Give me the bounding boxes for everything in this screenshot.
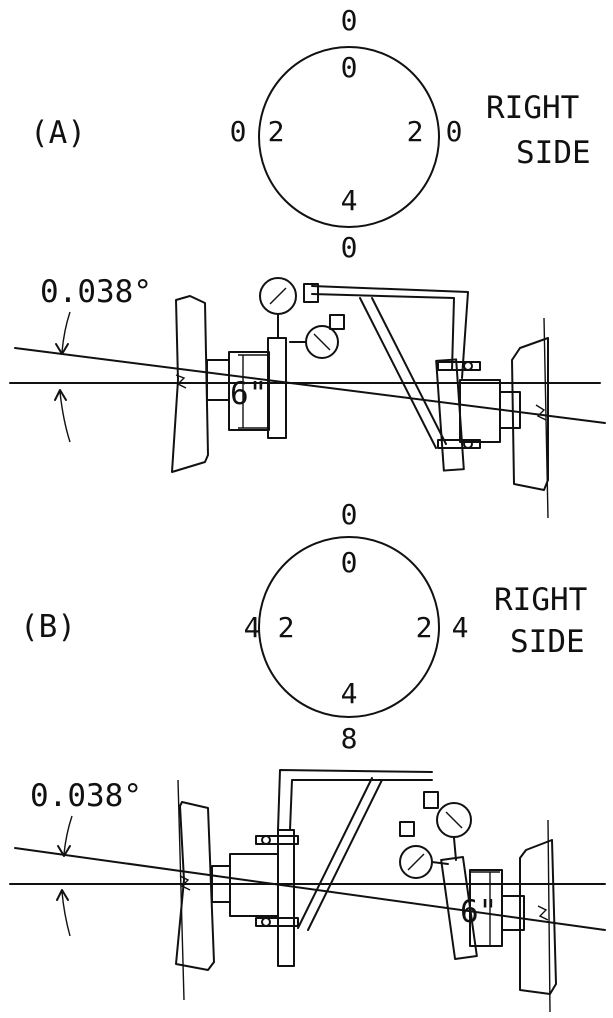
bracket-brace-a bbox=[359, 297, 437, 449]
bracket-arm-inner-a bbox=[311, 293, 455, 371]
inner-reading-top-a: 0 bbox=[341, 51, 358, 84]
angle-label-a: 0.038° bbox=[40, 274, 152, 310]
clamp-bolt-bottom-a bbox=[437, 439, 481, 449]
right-coupling-a bbox=[459, 379, 501, 443]
dial-needle-icon bbox=[445, 811, 463, 829]
outer-reading-right-b: 4 bbox=[452, 611, 469, 644]
diagram-b-label: (B) bbox=[20, 609, 76, 645]
angle-label-b: 0.038° bbox=[30, 778, 142, 814]
dimension-label-a: 6" bbox=[230, 376, 267, 412]
inner-reading-top-b: 0 bbox=[341, 546, 358, 579]
break-mark-icon bbox=[175, 374, 187, 389]
angle-leader-bottom-a bbox=[59, 391, 71, 443]
shaft-setup-b: 0.038° bbox=[9, 769, 606, 1013]
break-mark-icon bbox=[535, 404, 547, 421]
dial-diagram-a: (A) RIGHT SIDE 0 0 0 0 0 2 2 4 bbox=[30, 4, 591, 264]
shaft-centerline-b bbox=[14, 847, 606, 931]
bracket-brace-inner-b bbox=[307, 779, 383, 931]
break-mark-icon bbox=[537, 905, 549, 921]
right-hub-a bbox=[499, 391, 521, 429]
reading-circle-b bbox=[258, 536, 440, 718]
right-wheel-axis-b bbox=[547, 819, 551, 1013]
clamp-bolt-top-b bbox=[255, 835, 299, 845]
bolt-icon bbox=[463, 361, 473, 371]
clamp-bolt-bottom-b bbox=[255, 917, 299, 927]
bolt-icon bbox=[261, 835, 271, 845]
left-wheel-axis-b bbox=[177, 779, 185, 1001]
right-wheel-b bbox=[519, 839, 557, 995]
outer-reading-bottom-a: 0 bbox=[341, 231, 358, 264]
bracket-brace-inner-a bbox=[371, 297, 447, 445]
indicator-clamp-a bbox=[303, 283, 319, 303]
inner-reading-left-b: 2 bbox=[278, 611, 295, 644]
outer-reading-bottom-b: 8 bbox=[341, 722, 358, 755]
indicator-clamp-a2 bbox=[329, 314, 345, 330]
indicator-stem-b2 bbox=[431, 861, 449, 865]
diagram-a-label: (A) bbox=[30, 115, 86, 151]
inner-reading-bottom-a: 4 bbox=[341, 184, 358, 217]
angle-leader-top-b bbox=[63, 815, 73, 855]
inner-reading-right-a: 2 bbox=[407, 115, 424, 148]
bracket-arm-a bbox=[311, 285, 469, 379]
right-side-label-a-line1: RIGHT bbox=[486, 90, 579, 126]
dial-diagram-b: (B) RIGHT SIDE 0 4 4 8 0 2 2 4 bbox=[20, 498, 587, 755]
arrow-head-icon bbox=[54, 389, 67, 401]
left-hub-a bbox=[206, 359, 230, 401]
right-wheel-axis-a bbox=[543, 317, 549, 519]
arrow-head-icon bbox=[56, 889, 69, 901]
right-wheel-a bbox=[511, 337, 549, 491]
shaft-centerline-a bbox=[14, 347, 606, 424]
bracket-arm-inner-b bbox=[289, 779, 433, 831]
left-flange-b bbox=[277, 829, 295, 967]
bolt-icon bbox=[463, 439, 473, 449]
right-side-label-b-line1: RIGHT bbox=[494, 582, 587, 618]
dial-needle-icon bbox=[313, 333, 331, 351]
indicator-clamp-b bbox=[423, 791, 439, 809]
right-side-label-a-line2: SIDE bbox=[516, 135, 591, 171]
outer-reading-right-a: 0 bbox=[446, 115, 463, 148]
break-mark-icon bbox=[179, 875, 191, 891]
left-wheel-a bbox=[171, 295, 209, 473]
inner-reading-left-a: 2 bbox=[268, 115, 285, 148]
left-wheel-b bbox=[175, 801, 215, 971]
right-hub-b bbox=[501, 895, 525, 931]
angle-leader-top-a bbox=[61, 311, 71, 353]
indicator-stem-b bbox=[453, 837, 457, 861]
dial-needle-icon bbox=[407, 853, 425, 871]
bracket-brace-b bbox=[297, 777, 373, 929]
dimension-label-b: 6" bbox=[460, 894, 497, 930]
clamp-bolt-top-a bbox=[437, 361, 481, 371]
outer-reading-left-b: 4 bbox=[244, 611, 261, 644]
bracket-arm-b bbox=[277, 769, 433, 831]
dial-needle-icon bbox=[269, 287, 287, 305]
outer-reading-top-a: 0 bbox=[341, 4, 358, 37]
right-side-label-b-line2: SIDE bbox=[510, 624, 585, 660]
angle-leader-bottom-b bbox=[61, 891, 71, 937]
left-flange-a bbox=[267, 337, 287, 439]
outer-reading-left-a: 0 bbox=[230, 115, 247, 148]
reading-circle-a bbox=[258, 46, 440, 228]
inner-reading-bottom-b: 4 bbox=[341, 677, 358, 710]
inner-reading-right-b: 2 bbox=[416, 611, 433, 644]
outer-reading-top-b: 0 bbox=[341, 498, 358, 531]
arrow-head-icon bbox=[57, 845, 71, 857]
indicator-clamp-b2 bbox=[399, 821, 415, 837]
shaft-setup-a: 0.038° 6" bbox=[9, 274, 606, 519]
bolt-icon bbox=[261, 917, 271, 927]
